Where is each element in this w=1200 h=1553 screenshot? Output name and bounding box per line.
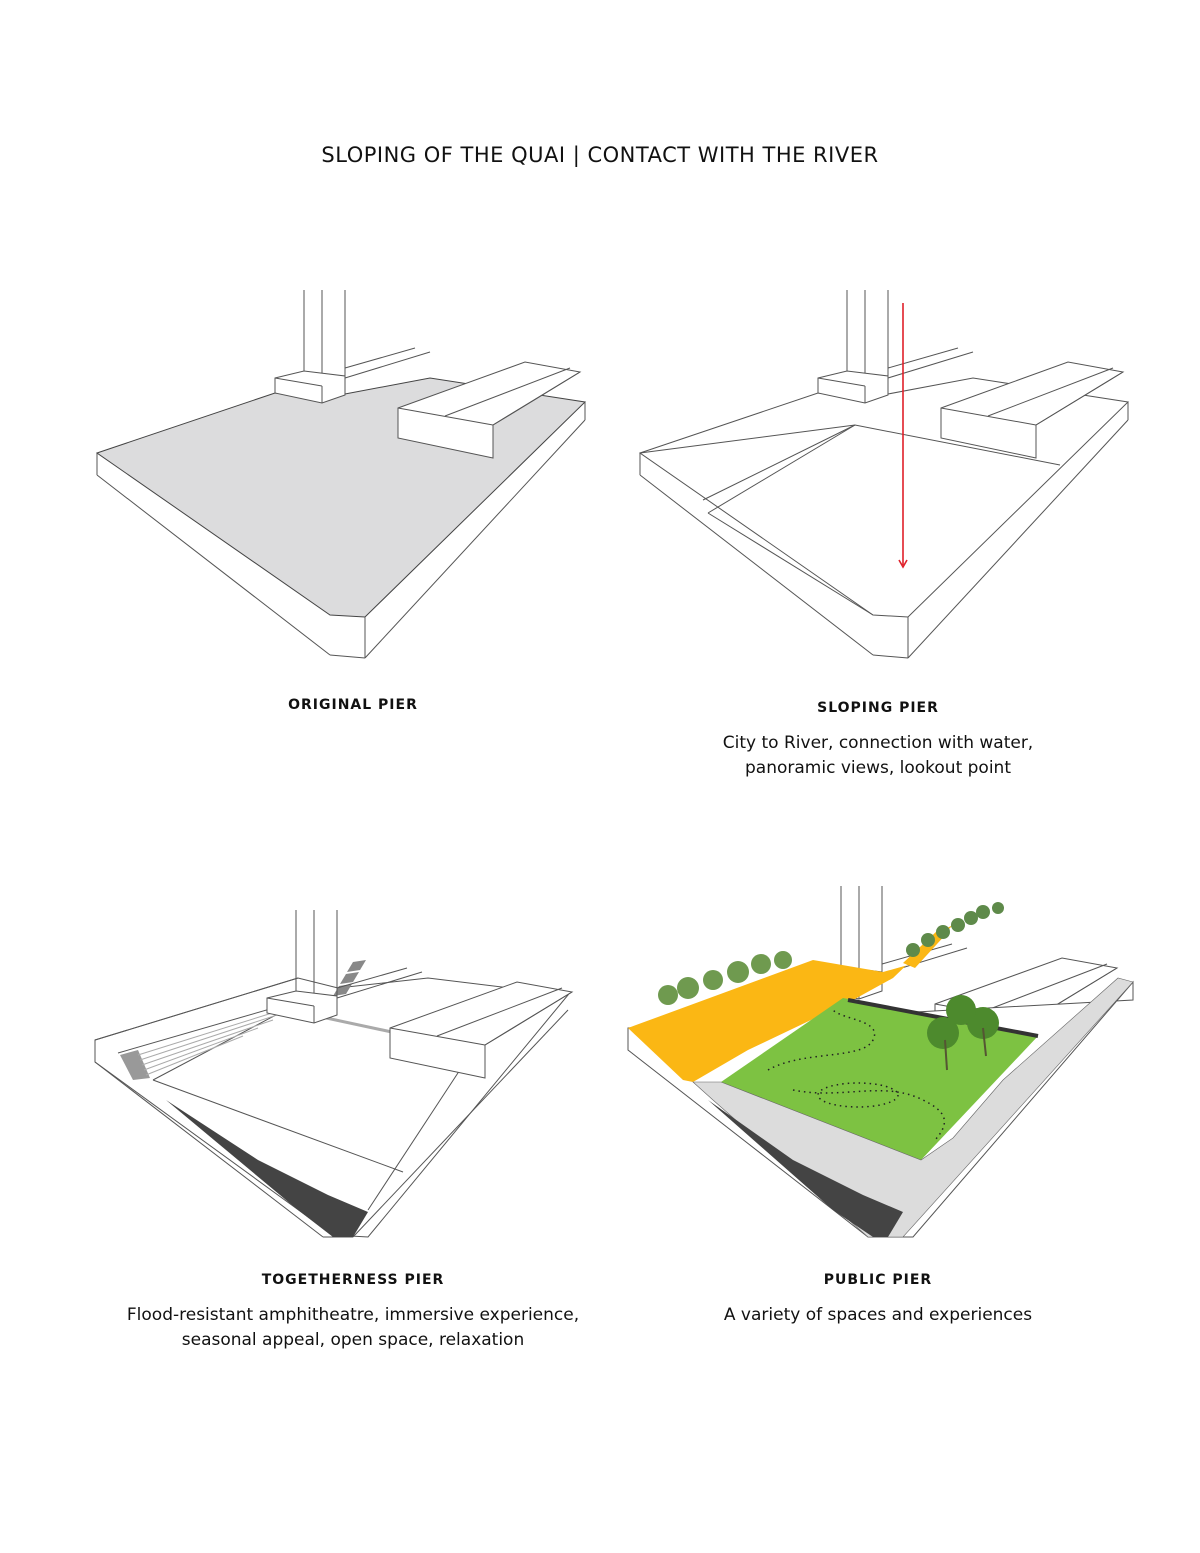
panel-description-sloping-pier: City to River, connection with water, pa… xyxy=(598,731,1158,781)
red-arrow xyxy=(898,303,908,569)
sloping-pier-diagram xyxy=(638,289,1130,659)
river-stairs xyxy=(708,1100,903,1237)
grass-lawn xyxy=(721,998,1038,1160)
panel-label-original-pier: ORIGINAL PIER xyxy=(288,697,418,713)
panel-label-sloping-pier: SLOPING PIER xyxy=(817,700,939,716)
amphitheatre-steps xyxy=(120,1050,150,1080)
togetherness-pier-diagram xyxy=(94,909,573,1238)
river-stairs xyxy=(166,1100,368,1237)
description-line: seasonal appeal, open space, relaxation xyxy=(181,1330,525,1350)
trees xyxy=(658,902,1004,1071)
description-line: A variety of spaces and experiences xyxy=(723,1305,1033,1325)
panel-label-public-pier: PUBLIC PIER xyxy=(823,1272,933,1288)
panel-label-togetherness-pier: TOGETHERNESS PIER xyxy=(261,1272,445,1288)
yellow-stair-ramp xyxy=(903,930,948,968)
page-title: SLOPING OF THE QUAI | CONTACT WITH THE R… xyxy=(321,143,879,167)
lawn-paths xyxy=(767,1009,946,1141)
yellow-promenade xyxy=(628,925,953,1082)
panel-description-togetherness-pier: Flood-resistant amphitheatre, immersive … xyxy=(73,1303,633,1353)
description-line: panoramic views, lookout point xyxy=(745,758,1011,778)
original-pier-diagram xyxy=(95,289,587,659)
description-line: City to River, connection with water, xyxy=(722,733,1034,753)
connecting-stairs xyxy=(333,960,366,996)
public-pier-diagram xyxy=(627,885,1134,1238)
panel-description-public-pier: A variety of spaces and experiences xyxy=(598,1303,1158,1328)
description-line: Flood-resistant amphitheatre, immersive … xyxy=(126,1305,580,1325)
